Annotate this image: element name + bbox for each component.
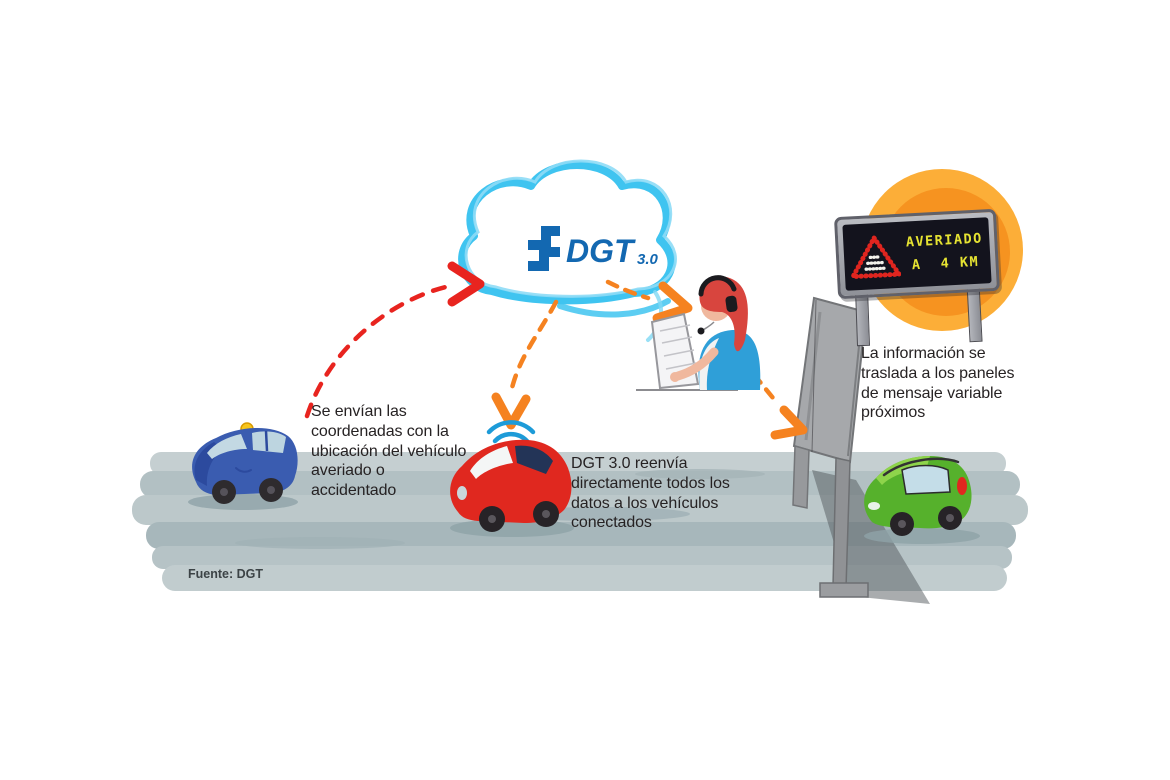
taillight [957, 477, 967, 495]
annotation-coordinates-sent: Se envían las coordenadas con la ubicaci… [311, 403, 467, 500]
vms-panel-back [792, 296, 930, 604]
headset-mic-icon [697, 327, 705, 335]
operator-figure [636, 275, 761, 391]
sign-led-text: AVERIADO A 4 KM [905, 230, 985, 273]
message-sign: AVERIADO A 4 KM [833, 208, 1001, 300]
operator-hair [699, 276, 748, 352]
annotation-panels-info: La información se traslada a los paneles… [861, 345, 1015, 422]
dgt-logo: DGT 3.0 [528, 226, 659, 271]
headset-band-icon [698, 275, 737, 297]
arrow-cloud-to-car [491, 299, 559, 430]
dgt-logo-text: DGT [566, 233, 636, 269]
sign-line-1: AVERIADO [905, 230, 984, 251]
arrow-cloud-to-operator [605, 279, 693, 323]
sign-line-2: A 4 KM [911, 253, 980, 273]
headset-earcup-icon [725, 295, 738, 313]
arrow-car-to-cloud [304, 261, 485, 419]
blue-car [188, 422, 298, 510]
annotation-dgt-resends: DGT 3.0 reenvía directamente todos los d… [571, 455, 730, 532]
cloud-icon [458, 159, 677, 342]
warning-triangle-icon [850, 235, 902, 280]
red-car [450, 439, 574, 537]
source-credit: Fuente: DGT [188, 567, 263, 581]
green-car [864, 456, 980, 544]
dgt-logo-version: 3.0 [637, 251, 659, 268]
sign-screen: AVERIADO A 4 KM [842, 217, 992, 291]
